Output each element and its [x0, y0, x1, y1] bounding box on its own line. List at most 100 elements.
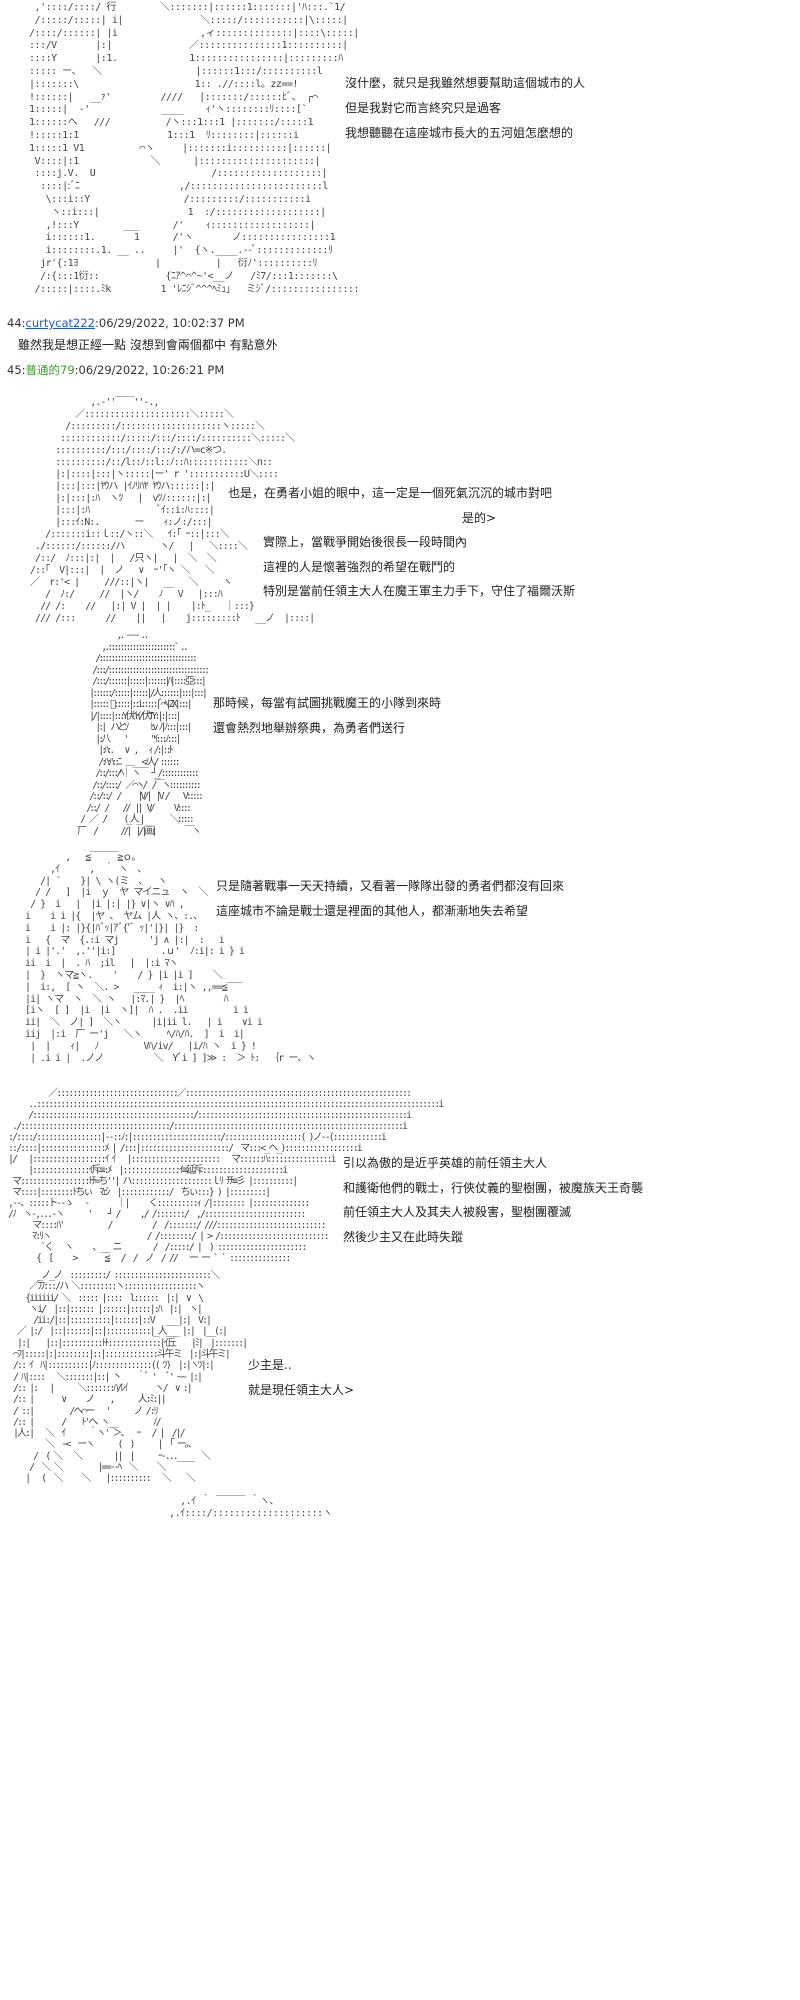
ascii-art-line: |:| |::|::::::::::ﾄﾄ:::::::::::::|ｲ丘 |ﾐ|… — [5, 1337, 248, 1349]
ascii-art-line: |:|::::|:::|ヽ:::::|ー' r ':::::::::::U＼::… — [20, 469, 279, 480]
ascii-art-line: |:::::ﾞ:::::|::i:::::|ﾞ⌒ﾍ|ZX|:::| — [65, 699, 193, 710]
ascii-art-line: / } i | |i |:| |} ∨|ヽ ∨ﾊ , — [10, 899, 185, 911]
ascii-art-line: /::/::/ / |V/| |V / V::::: — [65, 791, 204, 802]
ascii-art-line: ,.::::::::::::::::::::::` .. — [65, 641, 189, 653]
ascii-art-line: ＼ ‐< ーヽ ( ) | ｢ ー。、 — [5, 1439, 197, 1451]
ascii-art-line: i::::::::.1. __ .. |' {ヽ.____.--ﾞ:::::::… — [18, 245, 333, 257]
ascii-art-line: ,. ‐--- .. — [65, 630, 149, 641]
ascii-art-line: ii| ＼ ノ| ] ＼ヽ |i|ii l. | i ∨i i — [10, 1017, 263, 1029]
ascii-art-line: ::::::::::/::/l::ﾉ::l::ﾉ::ﾊ::::::::::::＼… — [20, 457, 273, 468]
post-username[interactable]: curtycat222 — [25, 316, 95, 330]
ascii-art-line: |::::::::::::::ｲ斥≡:ﾒ |::::::::::::::ｲ≡延斥… — [0, 1165, 288, 1176]
ascii-art-line: / ／ / (_人_| ＼::::: — [65, 814, 195, 825]
ascii-art-line: マ::::ﾊ' / / /:::::::/ ///:::::::::::::::… — [0, 1220, 326, 1231]
ascii-art-line: |/|::::|:::Y伏ﾊﾄｲ/伏TY:|:|:::| — [65, 710, 181, 722]
dialogue-line: 然後少主又在此時失蹤 — [343, 1230, 464, 1244]
ascii-art-line: |:|:::|:ﾊ ヽﾂ | vﾂﾉ::::::|:| — [20, 493, 212, 504]
post-timestamp: :06/29/2022, 10:26:21 PM — [74, 363, 225, 377]
ascii-art-line: |人:| ＼ ｲ ｀ヽ' ＞、 ｰ / | /|/ — [5, 1428, 186, 1440]
ascii-art-line: i i |: |}{|ﾊﾞｯ|ｱﾞ{'ﾞ ｯ|'|}| |} : — [10, 922, 199, 934]
post-body: 雖然我是想正經一點 沒想到會兩個都中 有點意外 — [18, 338, 278, 352]
ascii-art-line: /:::::::::::::::::::::::::::::::::::::::… — [0, 1110, 412, 1121]
ascii-art-line: i { マ {.:i マj 'j ∧ |:| : i — [10, 934, 225, 946]
ascii-art-line: :/::::/::::::::::::::::|--::ﾉ:|:::::::::… — [0, 1132, 387, 1143]
ascii-art-line: ,.ｲ::::/::::::::::::::::::::ヽ — [20, 1508, 333, 1519]
ascii-art-line: ,'::::/::::/ 行 ＼:::::::|::::::1:::::::|'… — [18, 2, 346, 13]
dialogue-line: 也是，在勇者小姐的眼中，這一定是一個死氣沉沉的城市對吧 — [228, 486, 553, 500]
ascii-art-line: :::/V |:| ／:::::::::::::::1::::::::::| — [18, 40, 348, 52]
ascii-art-line: !:::::1:1 1:::1 ﾘ::::::::|::::::i — [18, 129, 299, 141]
ascii-art-line: /ii:/|::|::::::::::|::::::|::V ___|:| V:… — [5, 1315, 212, 1327]
ascii-art-line: /::::/::::::| |i ,ィ::::::::::::::|::::\:… — [18, 27, 359, 39]
ascii-art-line: /:: |: | ＼:::::::ﾊ/ﾚｲ ヽ/ ∨ :| — [5, 1382, 193, 1394]
dialogue-line: 前任領主大人及其夫人被殺害，聖樹團覆滅 — [343, 1205, 572, 1219]
ascii-art-line: 1:::::| ‐' ____ ｨ'ヽ::::::::ﾘ::::[` — [18, 104, 308, 116]
dialogue-line: 那時候，每當有試圖挑戰魔王的小隊到來時 — [213, 696, 442, 710]
dialogue-line: 特別是當前任領主大人在魔王軍主力手下，守住了福爾沃斯 — [263, 584, 576, 598]
ascii-art-line: /:::::::::/::::::::::::::::::::ヽ:::::＼ — [20, 421, 265, 432]
ascii-art-line: |::::::/:::::|:::::|/人::::::|:::|:::| — [65, 687, 208, 699]
ascii-art-line: /:::::|::::.ﾐk 1 'ﾚﾆｼﾞ^^^ﾍﾐｭ」 ミｼﾞ/::::::… — [18, 283, 360, 295]
ascii-art-line: ヽi/ |::|:::::: |::::::|:::::|:ﾊ |:| ヽ| — [5, 1303, 203, 1315]
ascii-art-line: ::::::::::/:::/::::/:::/:/ハ=c※つ. — [20, 445, 227, 456]
post-number: 45: — [7, 363, 26, 377]
ascii-art-line: \:::i::Y /:::::::::/:::::::::::i — [18, 193, 311, 205]
dialogue-line: 我想聽聽在這座城市長大的五河姐怎麼想的 — [345, 126, 574, 140]
ascii-art-line: / ﾉ:/ // |ヽ/ ﾉ V |:::ﾊ — [20, 589, 223, 600]
ascii-art-line: , ≦￣￣￣≧ｏ。 — [10, 852, 141, 863]
ascii-art-line: |i| ヽマ ヽ ＼ ヽ |:ﾏ.| } |ﾍ ﾊ — [10, 993, 229, 1005]
ascii-art-line: ::::|:ﾞﾆ ,/::::::::::::::::::::::::l — [18, 181, 328, 193]
ascii-art-line: [iヽ [ ] |i |i ヽ]| ﾊ . .ii i i — [10, 1005, 249, 1017]
dialogue-line: 只是隨著戰事一天天持續，又看著一隊隊出發的勇者們都沒有回來 — [216, 879, 565, 893]
ascii-art-line: jr'{:1ﾖ | | 衍ﾉ'::::::::::ﾘ — [18, 257, 318, 269]
ascii-art-line: マ::::|::::::::ﾄちぃ ﾏｪｼ |::::::::::::/ ちぃ:… — [0, 1187, 271, 1198]
ascii-art-line: /::/:::/ﾍ｜ ヽ￣ ┘_/:::::::::::: — [65, 768, 200, 779]
ascii-art-panel: _ノ_ノ :::::::::/ ::::::::::::::::::::::::… — [5, 1270, 248, 1485]
ascii-art-panel: ／::::::::::::::::::::::::::::::／::::::::… — [0, 1088, 444, 1264]
ascii-art-line: // /: // |:| V | | | |:ﾄ_ ｜:::} — [20, 601, 255, 612]
ascii-art-line: |:| ハとｿ ﾋv ﾉ|ﾉ:::|:::| — [65, 722, 192, 733]
ascii-art-line: | i:, [ ヽ ＼. > ____ ｨ i:|ヽ ,,==≦‾‾‾ — [10, 981, 243, 993]
ascii-art-panel: ,.-''￣￣''-., ／:::::::::::::::::::::＼::::… — [20, 397, 315, 625]
ascii-art-line: ./::::::/::::::/ハ ヽ/ | ＼::::＼ — [20, 541, 248, 552]
ascii-art-line: /| ´ }| \ ヽ(ミ ､ ヽ — [10, 875, 167, 887]
ascii-art-line: /// /::: // || | j:::::::::ﾄ __ノ |::::| — [20, 613, 315, 624]
ascii-art-line: | | ｨ| ﾉ Vﾊ/iv/ |i/ﾊ ヽ i } ! — [10, 1040, 257, 1052]
ascii-art-line: ./:::::::::::::::::::::::::::::::::::::/… — [0, 1121, 408, 1132]
dialogue-line: 引以為傲的是近乎英雄的前任領主大人 — [343, 1156, 548, 1170]
ascii-art-line: ,--、:::::ト--ゝ - ｜| く::::::::::ｨ /|::::::… — [0, 1198, 310, 1209]
ascii-art-line: 1::::::へ /// /ヽ:::1:::1 |:::::::/:::::1 — [18, 117, 314, 129]
ascii-art-line: `く ヽ 、__ ニ / /:::::/ | ) :::::::::::::::… — [0, 1242, 307, 1253]
post-header: 45:普通的79:06/29/2022, 10:26:21 PM — [7, 362, 224, 378]
ascii-art-line: iij |:i 厂 ー'j ＼ヽ ﾍ/ﾊ/ﾊ. ] i i| — [10, 1028, 245, 1040]
post-timestamp: :06/29/2022, 10:02:37 PM — [95, 316, 245, 330]
ascii-art-line: | .i i | .ノノ ＼ Yﾞi ] ]≫ : ＞ ﾄ: ｛r ー、ヽ — [10, 1052, 316, 1064]
ascii-art-line: ::/::::|::::::::::::::::ﾒ | /:::|:::::::… — [0, 1143, 363, 1154]
ascii-art-line: / ＼ ＼ |==--ﾍ ＼ ＼ — [5, 1462, 167, 1474]
ascii-art-line: {iiiiii/ ＼ ::::: |:::: l:::::: |:| ∨ \ — [5, 1292, 204, 1304]
ascii-art-line: /:::/::::::::::::::::::::::::::::::::: — [65, 664, 210, 676]
ascii-art-panel: ,.ｲ ｀ ￣￣￣ ｀ヽ、 ,.ｲ::::/::::::::::::::::::… — [20, 1496, 333, 1520]
ascii-art-line: ::::: ー、 ＼ |::::::1:::/::::::::::l — [18, 65, 323, 77]
ascii-art-line: /::｢ V|:::| | ノ ∨ ｰ'｢ヽ ＼ ＼ — [20, 565, 215, 576]
dialogue-line: 就是現任領主大人> — [248, 1383, 355, 1397]
ascii-art-line: /::/::::/ ／⌒ヽ/ /￣ヽ:::::::::: — [65, 779, 202, 791]
dialogue-line: 但是我對它而言終究只是過客 — [345, 101, 502, 115]
post-number: 44: — [7, 316, 26, 330]
ascii-art-line: 1:::::1 V1 ⌒ヽ |:::::::i::::::::::|::::::… — [18, 142, 332, 154]
ascii-art-line: |/ |::::::::::::::::::ｲ ｲ |:::::::::::::… — [0, 1154, 337, 1165]
dialogue-line: 還會熱烈地舉辦祭典，為勇者們送行 — [213, 721, 406, 735]
ascii-art-line: ,.-''￣￣''-., — [20, 397, 159, 408]
ascii-art-line: /:::::/:::::| i| ＼:::::/:::::::::::|\:::… — [18, 14, 349, 26]
ascii-art-line: |:::|:::|ﾔｳハ |ｲﾉﾘﾊﾔ ﾔｳハ::::::|:| — [20, 481, 215, 492]
ascii-art-line: !::::::| __ｧ' //// |:::::::/::::::ﾋﾞ、 ┌⌒ — [18, 91, 318, 103]
ascii-art-line: |:::ｲ:N:. ー ｨ:ノ:/:::| — [20, 517, 213, 528]
ascii-art-panel: , ≦￣￣￣≧ｏ。 ,ｲ , ｀ ヽ 、 /| ´ }| \ ヽ(ミ ､ ヽ /… — [10, 852, 316, 1064]
ascii-art-line: i i i |{ |ヤ 、 ヤム |人 ヽ、:.、 — [10, 910, 203, 922]
ascii-art-line: |:::|:ﾊ ﾞｲ::i:ﾊ::::| — [20, 505, 215, 516]
ascii-art-line: ／ |:/ |::|::::::|::|:::::::::::|_人___ |:… — [5, 1326, 228, 1338]
ascii-art-line: ／:::::::::::::::::::::＼:::::＼ — [20, 409, 234, 420]
ascii-art-line: V::::|:1 ＼ |:::::::::::::::::::::| — [18, 155, 321, 167]
ascii-art-line: ..::::::::::::::::::::::::::::::::::::::… — [0, 1099, 444, 1110]
ascii-art-line: 厂 / //| |/|画| ￣ヽ — [65, 825, 202, 837]
